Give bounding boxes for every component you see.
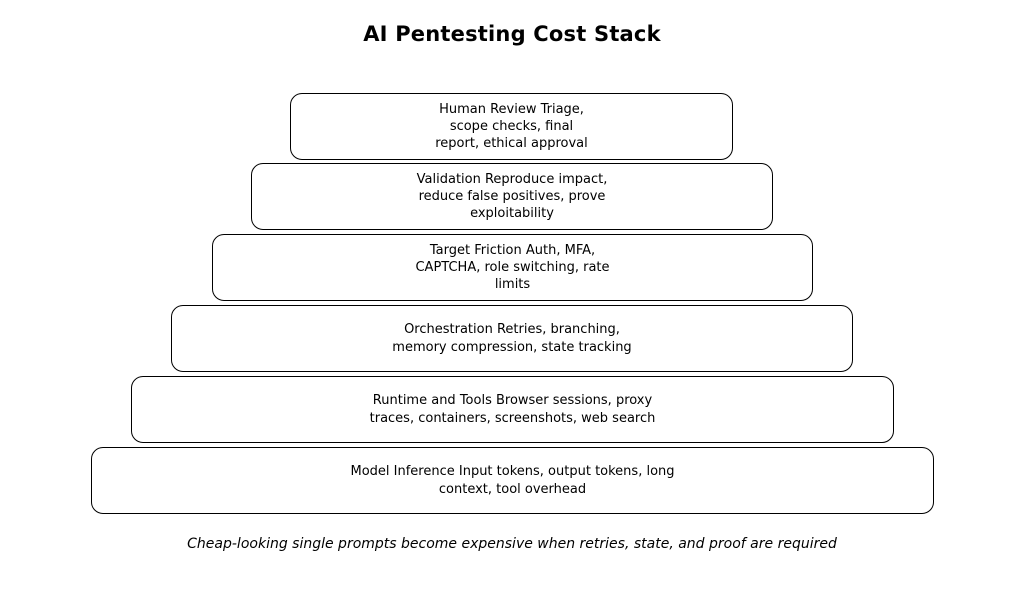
pyramid-layer-target-friction: Target Friction Auth, MFA, CAPTCHA, role…	[212, 234, 813, 301]
pyramid-layer-human-review: Human Review Triage, scope checks, final…	[290, 93, 733, 160]
layer-label: Orchestration Retries, branching, memory…	[392, 322, 632, 355]
pyramid-layer-orchestration: Orchestration Retries, branching, memory…	[171, 305, 853, 372]
pyramid-layer-runtime-tools: Runtime and Tools Browser sessions, prox…	[131, 376, 894, 443]
footer-caption: Cheap-looking single prompts become expe…	[187, 536, 837, 552]
layer-label: Runtime and Tools Browser sessions, prox…	[369, 393, 656, 426]
page-title: AI Pentesting Cost Stack	[363, 22, 661, 46]
layer-label: Human Review Triage, scope checks, final…	[435, 101, 588, 152]
layer-label: Model Inference Input tokens, output tok…	[350, 464, 675, 497]
pyramid-layer-validation: Validation Reproduce impact, reduce fals…	[251, 163, 773, 230]
layer-label: Target Friction Auth, MFA, CAPTCHA, role…	[415, 242, 610, 293]
layer-label: Validation Reproduce impact, reduce fals…	[416, 171, 608, 222]
pyramid-layer-model-inference: Model Inference Input tokens, output tok…	[91, 447, 934, 514]
